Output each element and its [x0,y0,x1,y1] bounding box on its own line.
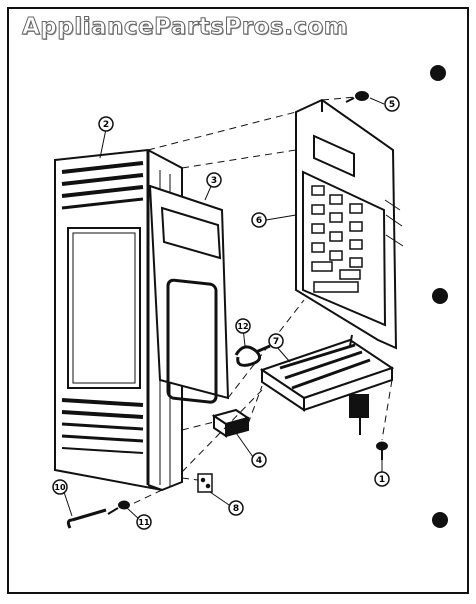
callout-12-label: 12 [237,322,248,331]
hinge-bracket [197,473,213,493]
callout-2-label: 2 [103,120,109,130]
binder-hole-middle [432,288,448,304]
door-frame [54,148,183,492]
callout-8: 8 [228,500,244,516]
binder-hole-top [430,65,446,81]
callout-5: 5 [384,96,400,112]
choke-panel [148,184,230,404]
callout-2: 2 [98,116,114,132]
watermark: AppliancePartsPros.com [22,14,349,41]
callout-3-label: 3 [211,176,217,186]
hinge-pin [66,508,107,529]
callout-6-label: 6 [256,216,262,226]
callout-1: 1 [374,471,390,487]
callout-1-label: 1 [379,475,385,485]
callout-8-label: 8 [233,504,239,514]
leader-lines [129,96,393,506]
binder-hole-bottom [432,512,448,528]
callout-7: 7 [268,333,284,349]
callout-5-label: 5 [389,100,395,110]
screw-bottom [107,500,130,515]
callout-11: 11 [136,514,152,530]
callout-6: 6 [251,212,267,228]
callout-4: 4 [251,452,267,468]
callout-3: 3 [206,172,222,188]
callout-11-label: 11 [138,518,150,527]
screw-top [345,91,369,103]
switch-bracket [259,334,395,435]
callout-4-label: 4 [256,456,262,466]
callout-10: 10 [52,479,68,495]
callout-10-label: 10 [54,483,66,492]
callout-7-label: 7 [273,337,279,347]
latch-block [211,408,251,438]
control-panel [295,98,404,350]
callout-12: 12 [235,318,251,334]
